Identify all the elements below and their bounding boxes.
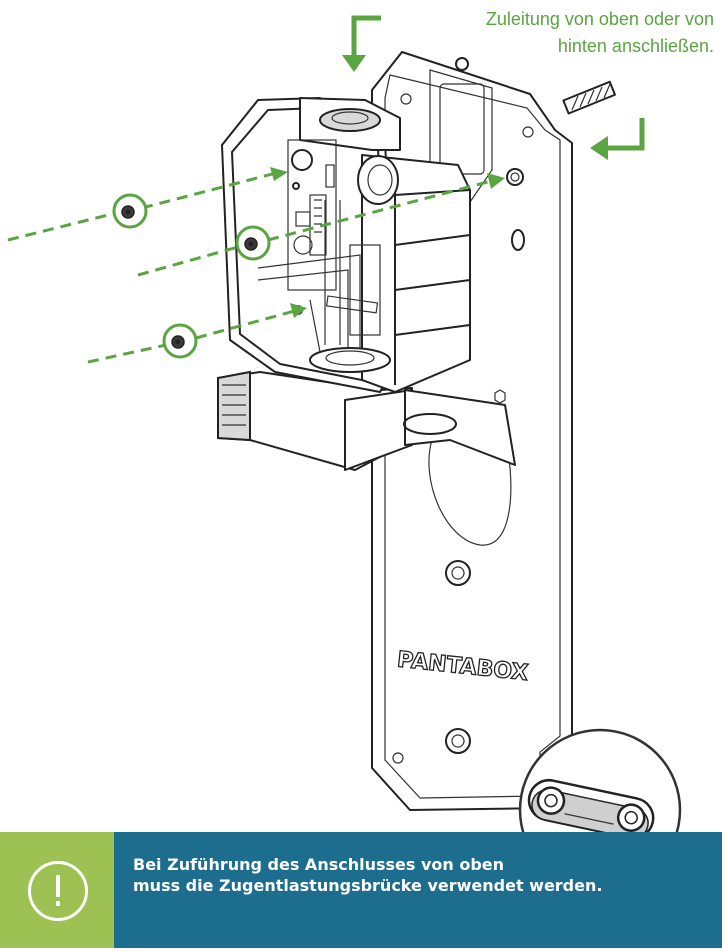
- notice-text-box: Bei Zuführung des Anschlusses von oben m…: [114, 832, 722, 948]
- notice-text: Bei Zuführung des Anschlusses von oben m…: [133, 854, 693, 896]
- top-supply-arrow: [342, 15, 381, 72]
- notice-line-2: muss die Zugentlastungsbrücke verwendet …: [133, 876, 603, 895]
- grommet: [445, 728, 471, 754]
- rear-supply-arrow: [590, 118, 645, 160]
- screw-middle: [235, 225, 271, 261]
- grommet: [445, 560, 471, 586]
- exclamation-circle-icon: [28, 861, 88, 921]
- housing-lower: [217, 370, 516, 471]
- wall-anchor: [455, 57, 616, 115]
- notice-line-1: Bei Zuführung des Anschlusses von oben: [133, 855, 505, 874]
- warning-notice: Bei Zuführung des Anschlusses von oben m…: [0, 832, 722, 948]
- housing-body: [221, 97, 471, 393]
- caption-line-2: hinten anschließen.: [557, 36, 714, 56]
- screw-top: [112, 193, 148, 229]
- plate-screw-hole: [522, 126, 534, 138]
- strain-relief-bridge-icon: [527, 778, 655, 840]
- mount-hole: [511, 229, 525, 251]
- screw-bottom: [162, 323, 198, 359]
- caption-line-1: Zuleitung von oben oder von: [485, 9, 714, 29]
- screw-paths: [7, 167, 505, 364]
- notice-icon-box: [0, 832, 114, 948]
- mount-hole: [506, 168, 524, 186]
- supply-instruction-caption: Zuleitung von oben oder von hinten ansch…: [354, 6, 714, 60]
- plate-screw-hole: [400, 93, 412, 105]
- plate-screw-hole: [392, 752, 404, 764]
